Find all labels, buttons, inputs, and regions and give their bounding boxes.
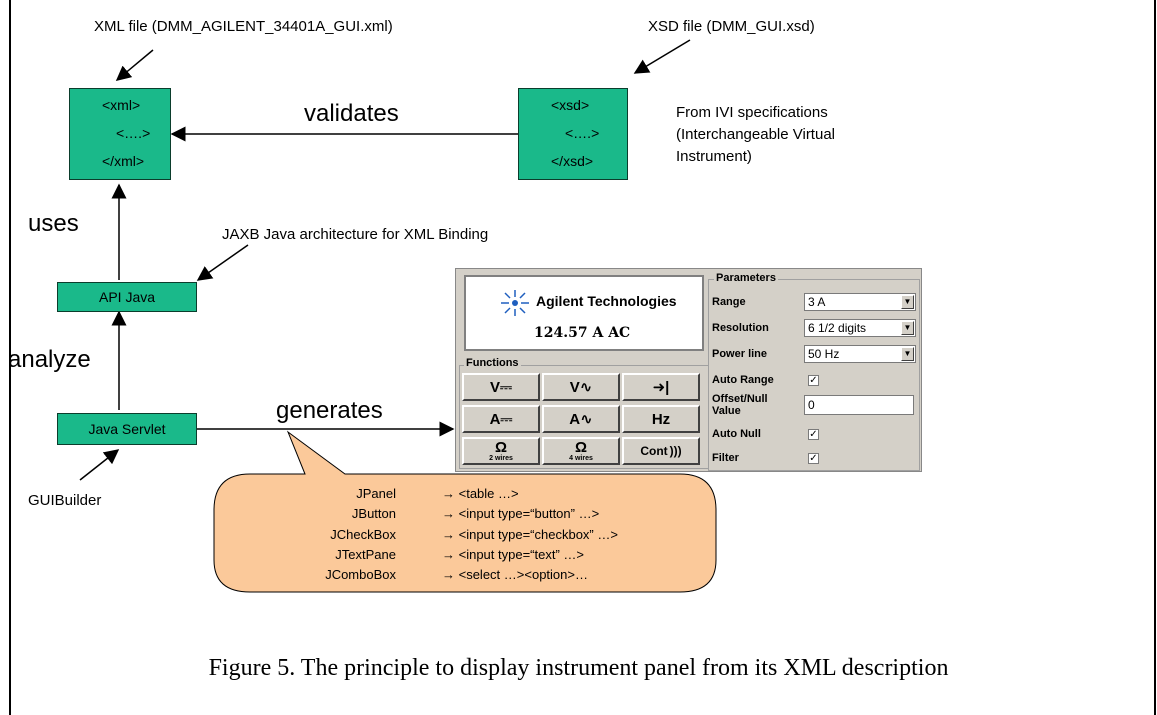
diode-button[interactable]: ➜|: [622, 373, 700, 401]
mapping-java-jcheckbox: JCheckBox: [330, 527, 396, 542]
resolution-label: Resolution: [712, 322, 769, 334]
offset-label: Offset/Null: [712, 393, 768, 405]
mapping-java-jpanel: JPanel: [356, 486, 396, 501]
xml-close-tag: </xml>: [102, 153, 145, 169]
xsd-box: <xsd> <….> </xsd>: [518, 88, 628, 180]
ac-current-button[interactable]: A∿: [542, 405, 620, 433]
continuity-label: Cont: [640, 444, 668, 458]
ohm-icon: Ω: [574, 439, 588, 456]
dc-voltage-label: V⎓: [490, 378, 512, 396]
parameters-title: Parameters: [714, 272, 778, 284]
dc-current-button[interactable]: A⎓: [462, 405, 540, 433]
xsd-label-pointer: [633, 39, 691, 74]
ac-current-label: A∿: [569, 411, 593, 428]
mapping-java-jtextpane: JTextPane: [335, 547, 396, 562]
ivi-note-line-1: From IVI specifications: [676, 104, 828, 121]
check-icon: ✓: [809, 453, 818, 464]
auto-null-checkbox[interactable]: ✓: [808, 429, 819, 440]
ivi-note-line-3: Instrument): [676, 148, 752, 165]
api-java-label: API Java: [98, 289, 156, 305]
figure-caption: Figure 5. The principle to display instr…: [208, 655, 949, 681]
agilent-brand: Agilent Technologies: [536, 293, 677, 309]
resolution-value: 6 1/2 digits: [808, 321, 867, 335]
mapping-html-text: → <input type=“text” …>: [442, 547, 584, 562]
dropdown-arrow-icon[interactable]: ▼: [901, 347, 914, 361]
xsd-content-tag: <….>: [565, 125, 600, 141]
mapping-java-jbutton: JButton: [351, 506, 396, 521]
mapping-bubble: [213, 430, 717, 593]
filter-checkbox[interactable]: ✓: [808, 453, 819, 464]
mapping-html-checkbox: → <input type=“checkbox” …>: [442, 527, 618, 542]
check-icon: ✓: [809, 375, 818, 386]
xml-label-pointer: [115, 49, 154, 81]
range-select[interactable]: 3 A ▼: [804, 293, 916, 311]
auto-range-checkbox[interactable]: ✓: [808, 375, 819, 386]
parameters-group: [708, 279, 920, 471]
power-line-value: 50 Hz: [808, 347, 840, 361]
agilent-spark-icon: [501, 290, 529, 316]
xsd-close-tag: </xsd>: [551, 153, 594, 169]
check-icon: ✓: [809, 429, 818, 440]
validates-label: validates: [304, 100, 399, 127]
meter-display: Agilent Technologies 124.57 A AC: [464, 275, 704, 351]
ivi-note-line-2: (Interchangeable Virtual: [676, 126, 835, 143]
offset-label-value: Value: [712, 405, 741, 417]
instrument-panel: Agilent Technologies 124.57 A AC Functio…: [455, 268, 922, 472]
diode-icon: ➜|: [652, 379, 670, 396]
dc-voltage-button[interactable]: V⎓: [462, 373, 540, 401]
power-line-label: Power line: [712, 348, 768, 360]
frequency-label: Hz: [651, 410, 671, 428]
mapping-html-select: → <select …><option>…: [442, 567, 588, 582]
dropdown-arrow-icon[interactable]: ▼: [901, 321, 914, 335]
power-line-select[interactable]: 50 Hz ▼: [804, 345, 916, 363]
jaxb-pointer: [196, 244, 249, 281]
java-servlet-label: Java Servlet: [88, 421, 166, 437]
frequency-button[interactable]: Hz: [622, 405, 700, 433]
xml-file-label: XML file (DMM_AGILENT_34401A_GUI.xml): [94, 18, 393, 35]
guibuilder-label: GUIBuilder: [28, 492, 102, 509]
offset-value: 0: [808, 398, 815, 412]
functions-title: Functions: [464, 357, 521, 369]
mapping-java-jcombobox: JComboBox: [325, 567, 396, 582]
auto-range-label: Auto Range: [712, 374, 774, 386]
xsd-open-tag: <xsd>: [551, 97, 590, 113]
filter-label: Filter: [712, 452, 739, 464]
four-wires-label: 4 wires: [569, 455, 593, 462]
xml-open-tag: <xml>: [102, 97, 141, 113]
ac-voltage-button[interactable]: V∿: [542, 373, 620, 401]
generates-label: generates: [276, 397, 383, 424]
figure-frame: [9, 0, 1156, 715]
dropdown-arrow-icon[interactable]: ▼: [901, 295, 914, 309]
range-value: 3 A: [808, 295, 826, 309]
resolution-select[interactable]: 6 1/2 digits ▼: [804, 319, 916, 337]
auto-null-label: Auto Null: [712, 428, 761, 440]
xml-content-tag: <….>: [116, 125, 151, 141]
xsd-file-label: XSD file (DMM_GUI.xsd): [648, 18, 815, 35]
mapping-html-button: → <input type=“button” …>: [442, 506, 600, 521]
ohm-icon: Ω: [494, 439, 508, 456]
resistance-4wire-button[interactable]: Ω 4 wires: [542, 437, 620, 465]
mapping-html-table: → <table …>: [442, 486, 519, 501]
resistance-2wire-button[interactable]: Ω 2 wires: [462, 437, 540, 465]
api-java-box: API Java: [57, 282, 197, 312]
uses-label: uses: [28, 210, 79, 237]
range-label: Range: [712, 296, 746, 308]
dc-current-label: A⎓: [489, 410, 513, 428]
xml-box: <xml> <….> </xml>: [69, 88, 171, 180]
jaxb-label: JAXB Java architecture for XML Binding: [222, 226, 489, 243]
ac-voltage-label: V∿: [569, 379, 593, 396]
sound-icon: ))): [669, 444, 682, 458]
guibuilder-pointer: [79, 449, 120, 481]
meter-reading: 124.57 A AC: [534, 325, 631, 341]
continuity-button[interactable]: Cont ))): [622, 437, 700, 465]
two-wires-label: 2 wires: [489, 455, 513, 462]
offset-value-field[interactable]: 0: [804, 395, 914, 415]
java-servlet-box: Java Servlet: [57, 413, 197, 445]
analyze-label: analyze: [8, 346, 91, 373]
